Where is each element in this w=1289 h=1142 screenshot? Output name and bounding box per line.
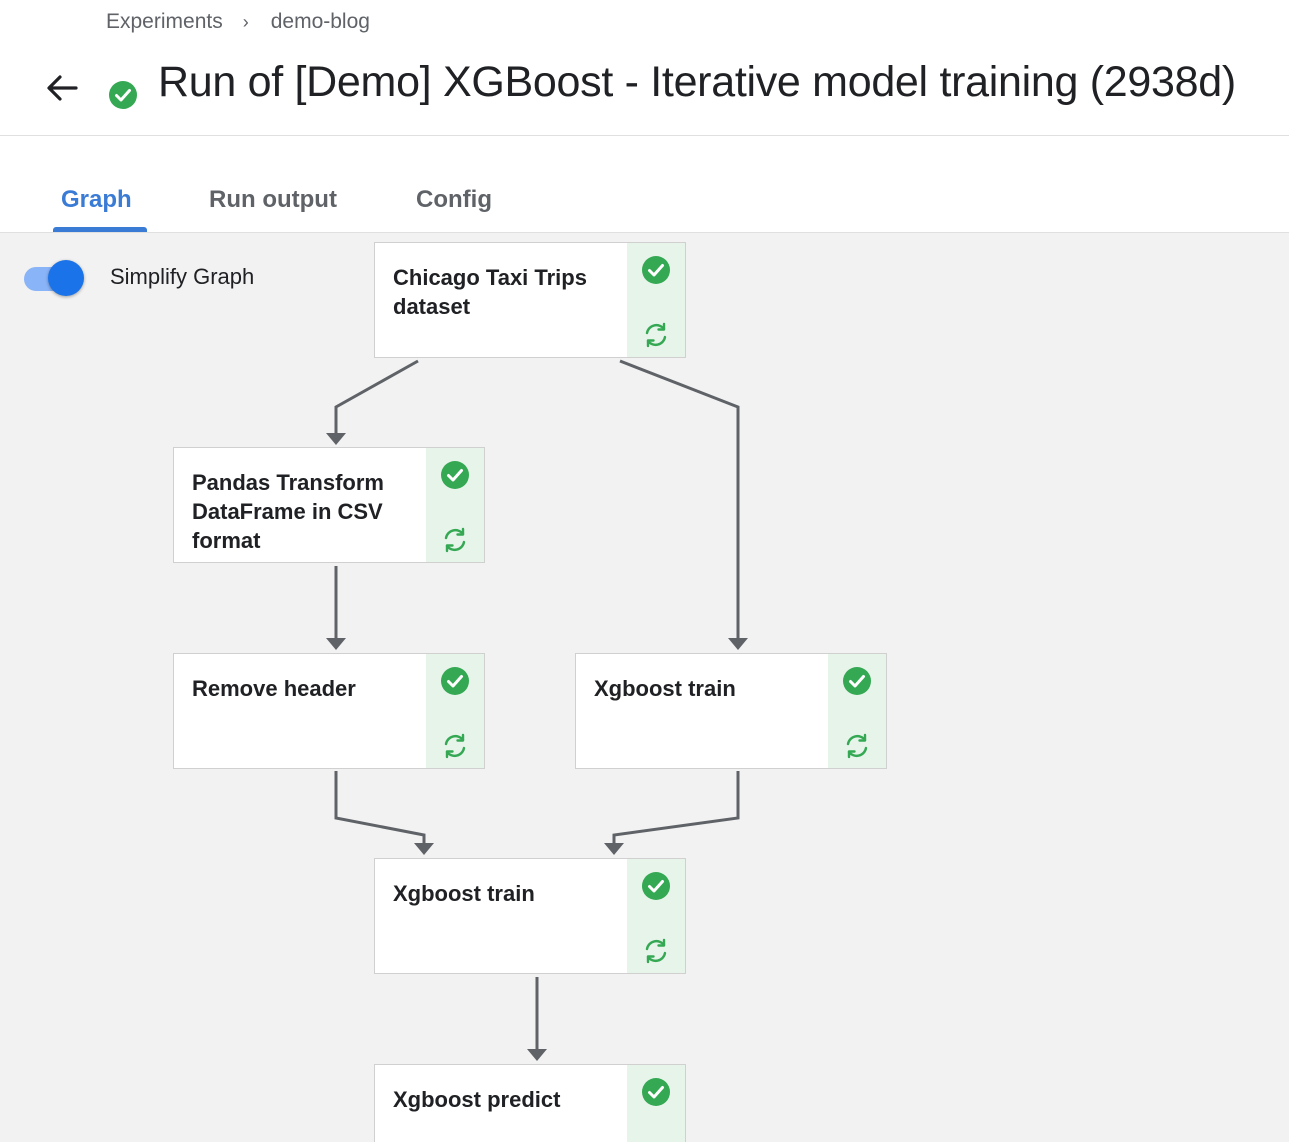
page-title: Run of [Demo] XGBoost - Iterative model … — [158, 58, 1236, 106]
check-circle-icon — [642, 1078, 670, 1106]
retry-icon[interactable] — [440, 525, 470, 555]
retry-icon[interactable] — [440, 731, 470, 761]
edge-taxi-to-pandas — [334, 359, 419, 435]
arrowhead — [604, 843, 624, 855]
tab-bar: Graph Run output Config — [0, 136, 1289, 233]
tab-graph[interactable]: Graph — [61, 186, 132, 213]
edge-taxi-to-train-right — [619, 359, 740, 640]
node-label: Xgboost train — [594, 676, 736, 701]
retry-icon[interactable] — [641, 320, 671, 350]
node-label: Pandas Transform DataFrame in CSV format — [192, 470, 384, 553]
arrowhead — [326, 433, 346, 445]
node-label: Xgboost train — [393, 881, 535, 906]
node-status-panel — [426, 654, 484, 768]
pipeline-node-chicago-taxi[interactable]: Chicago Taxi Trips dataset — [374, 242, 686, 358]
graph-edges — [326, 359, 748, 1061]
tab-run-output[interactable]: Run output — [209, 186, 337, 213]
arrowhead — [414, 843, 434, 855]
node-status-panel — [828, 654, 886, 768]
breadcrumb: Experiments › demo-blog — [106, 10, 370, 34]
node-status-panel — [627, 1065, 685, 1142]
node-label: Remove header — [192, 676, 356, 701]
pipeline-node-pandas-transform[interactable]: Pandas Transform DataFrame in CSV format — [173, 447, 485, 563]
active-tab-indicator — [53, 227, 147, 232]
pipeline-node-xgboost-predict[interactable]: Xgboost predict — [374, 1064, 686, 1142]
edge-remove-header-to-train — [334, 771, 426, 845]
check-circle-icon — [642, 256, 670, 284]
run-header: Experiments › demo-blog Run of [Demo] XGBo… — [0, 0, 1289, 136]
retry-icon[interactable] — [842, 731, 872, 761]
breadcrumb-demo-blog[interactable]: demo-blog — [270, 10, 370, 33]
check-circle-icon — [843, 667, 871, 695]
node-status-panel — [627, 243, 685, 357]
breadcrumb-experiments[interactable]: Experiments — [106, 10, 223, 33]
pipeline-node-xgboost-train[interactable]: Xgboost train — [374, 858, 686, 974]
edge-train-right-to-train — [612, 771, 740, 845]
check-circle-icon — [109, 81, 137, 109]
toggle-thumb — [48, 260, 84, 296]
check-circle-icon — [441, 461, 469, 489]
simplify-graph-label: Simplify Graph — [110, 264, 255, 289]
arrowhead — [326, 638, 346, 650]
tab-config[interactable]: Config — [416, 186, 492, 213]
simplify-graph-toggle[interactable] — [22, 260, 86, 296]
arrow-back-icon[interactable] — [42, 68, 82, 108]
node-status-panel — [627, 859, 685, 973]
pipeline-node-remove-header[interactable]: Remove header — [173, 653, 485, 769]
pipeline-node-xgboost-train-right[interactable]: Xgboost train — [575, 653, 887, 769]
node-label: Xgboost predict — [393, 1087, 561, 1112]
retry-icon[interactable] — [641, 936, 671, 966]
check-circle-icon — [441, 667, 469, 695]
check-circle-icon — [642, 872, 670, 900]
arrowhead — [728, 638, 748, 650]
graph-canvas: Simplify Graph Chicago Taxi Trips datase… — [0, 233, 1289, 1142]
breadcrumb-separator: › — [242, 12, 249, 32]
node-label: Chicago Taxi Trips dataset — [393, 265, 587, 319]
node-status-panel — [426, 448, 484, 562]
arrowhead — [527, 1049, 547, 1061]
